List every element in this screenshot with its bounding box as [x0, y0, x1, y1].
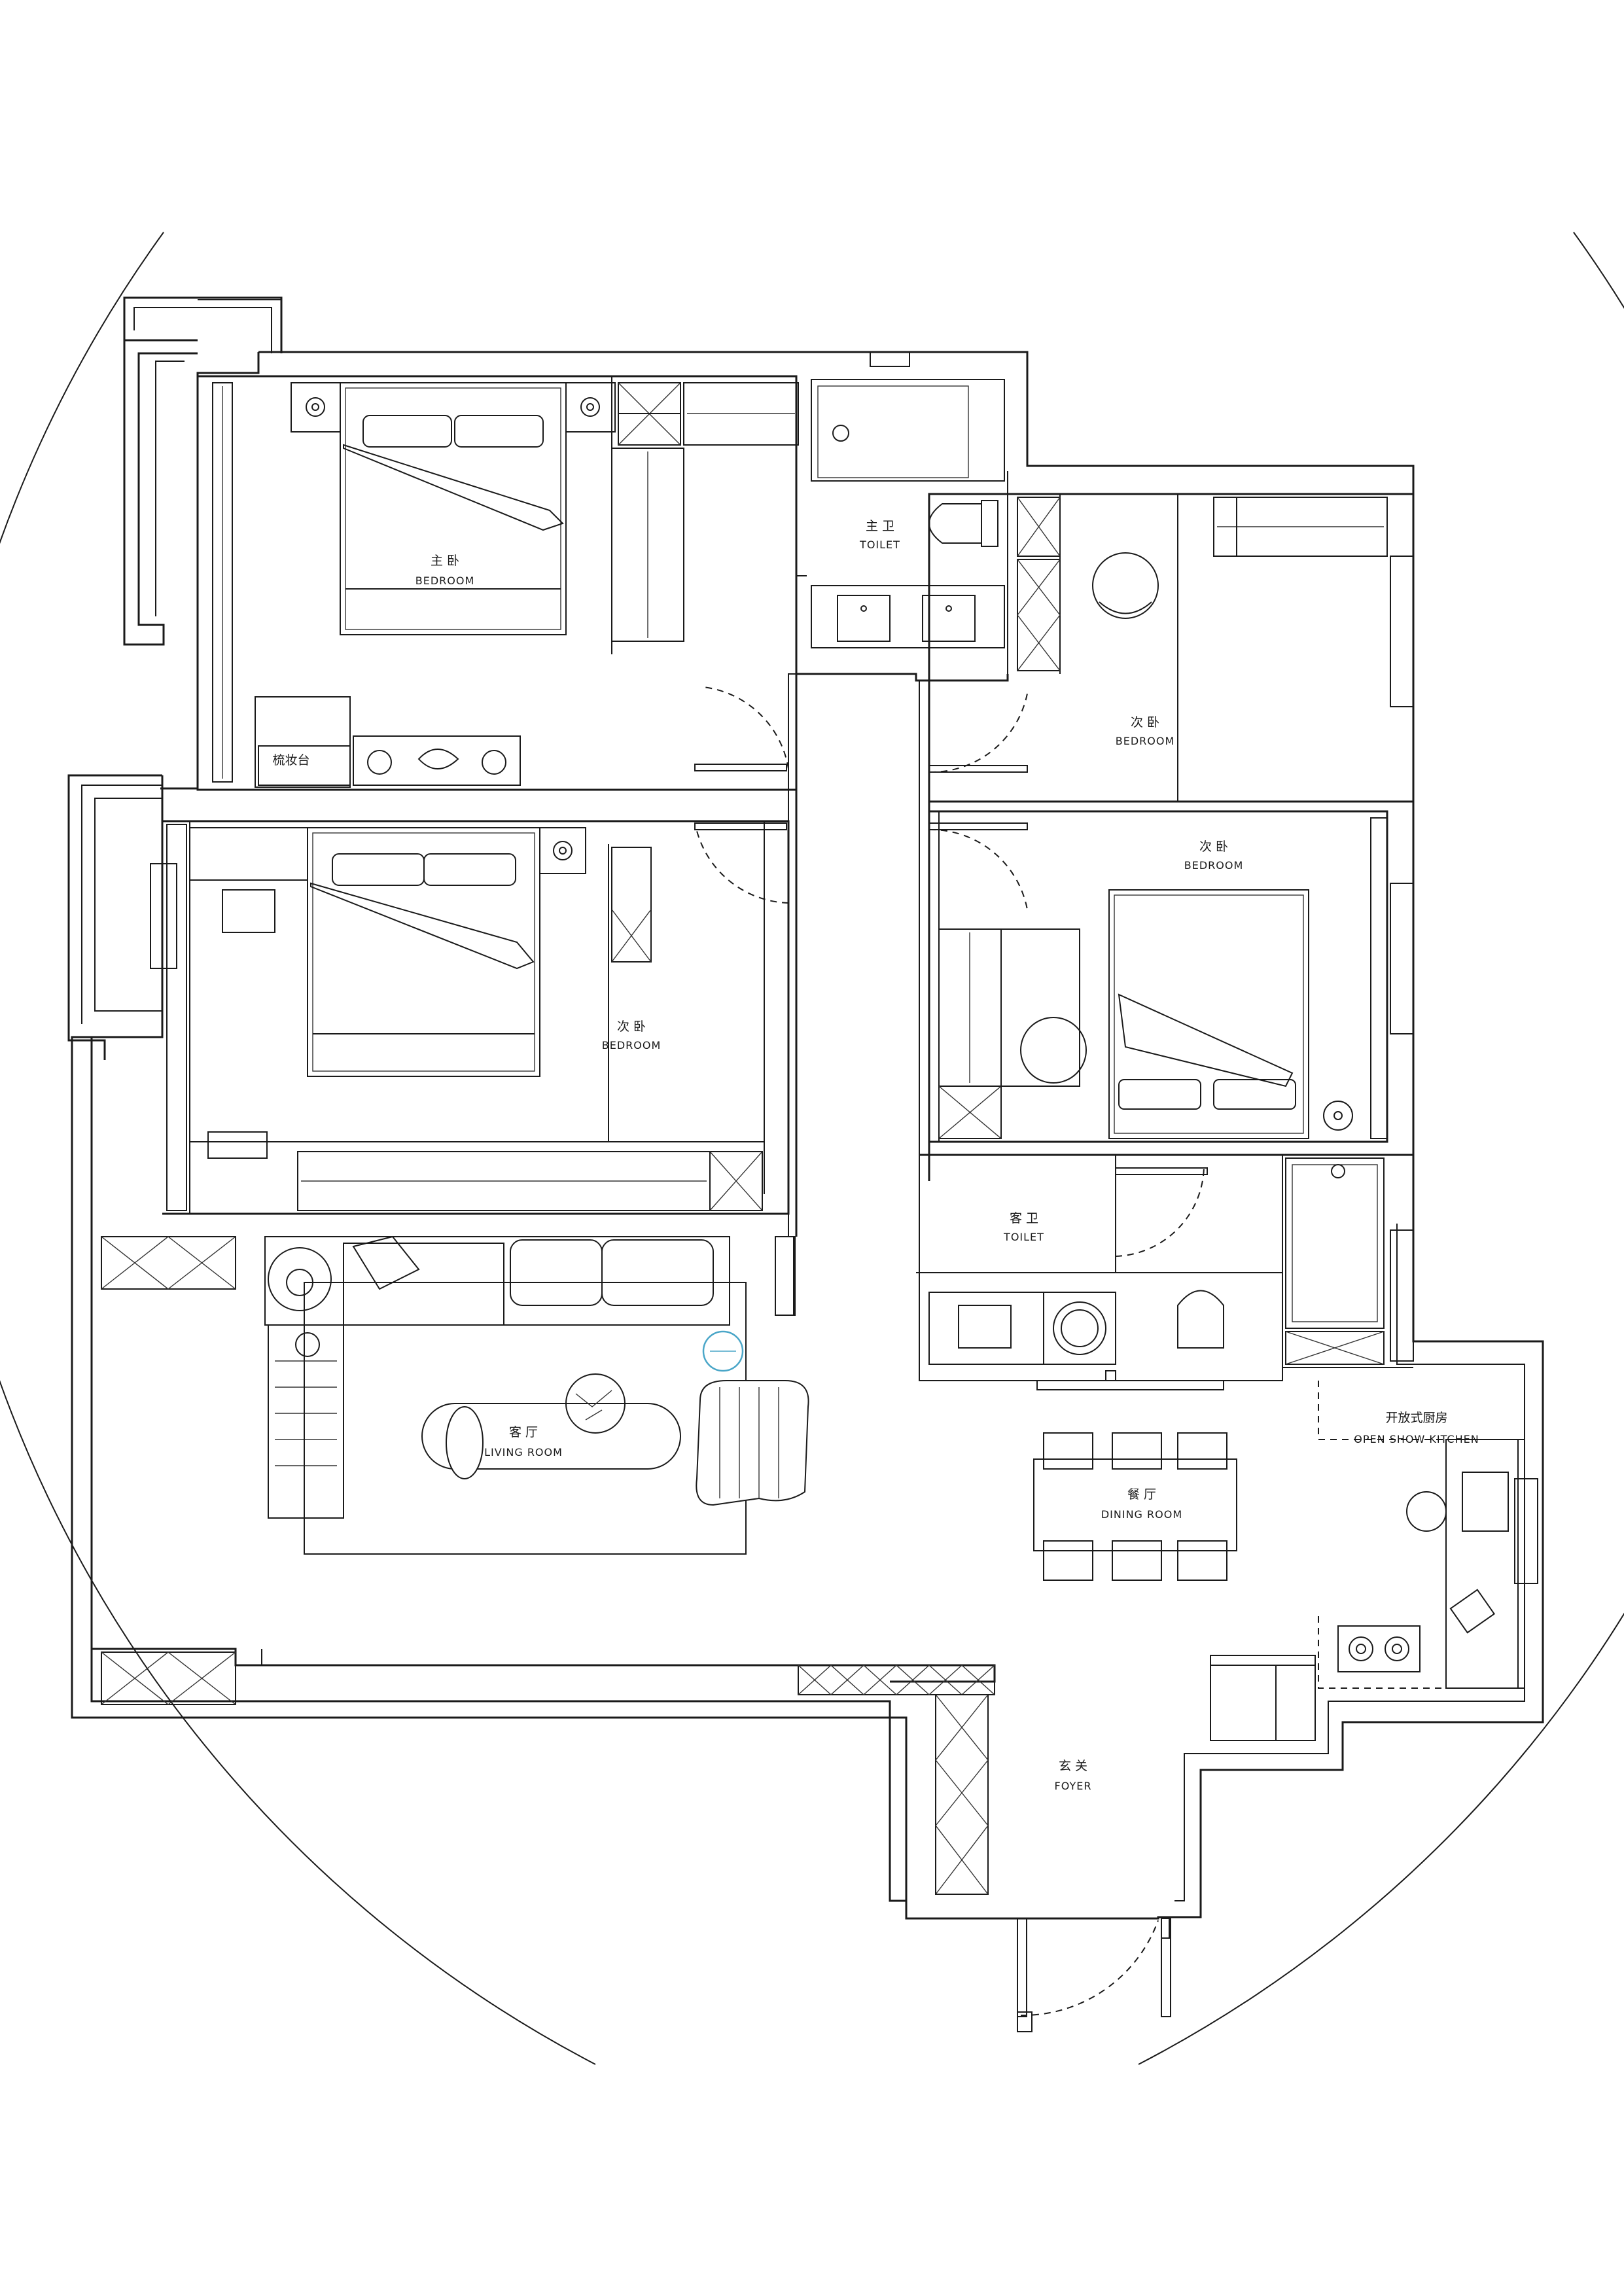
balcony-upper — [123, 296, 283, 646]
label-master-toilet-cn: 主 卫 — [866, 519, 894, 533]
label-master-bedroom-cn: 主 卧 — [431, 554, 459, 568]
label-master-toilet-en: TOILET — [859, 539, 900, 551]
dining-table — [1033, 1432, 1237, 1581]
double-vanity — [811, 585, 1005, 648]
kitchen-island — [1210, 1655, 1316, 1741]
outer-walls — [71, 351, 1544, 1920]
label-master-bedroom-en: BEDROOM — [415, 574, 475, 587]
label-guest-toilet-cn: 客 卫 — [1010, 1211, 1038, 1226]
kettle-icon — [1449, 1589, 1496, 1634]
label-guest-toilet-en: TOILET — [1003, 1231, 1044, 1243]
w-closet-rail — [166, 824, 187, 1211]
w-wardrobe — [297, 1151, 763, 1211]
w-desk — [189, 827, 308, 933]
ne-cabinet-icon — [1017, 497, 1061, 671]
radiator-icon — [775, 1236, 796, 1316]
master-wardrobe-vertical — [611, 448, 684, 642]
label-bedroom-w-en: BEDROOM — [602, 1039, 662, 1051]
label-bedroom-e-en: BEDROOM — [1184, 859, 1244, 872]
label-living-room-en: LIVING ROOM — [484, 1446, 563, 1458]
e-nightstand-icon — [1323, 1101, 1353, 1131]
w-cabinet-icon — [611, 847, 652, 963]
e-wardrobe — [938, 928, 1002, 1139]
floor-lamp-icon — [268, 1247, 332, 1311]
kitchen-counter — [1406, 1439, 1519, 1689]
dressing-table — [255, 696, 521, 788]
ne-wardrobe — [1213, 497, 1388, 557]
label-dressing-table: 梳妆台 — [272, 753, 309, 768]
e-desk — [1000, 928, 1080, 1087]
nightstand-left-icon — [291, 382, 341, 433]
label-foyer-cn: 玄 关 — [1059, 1759, 1087, 1773]
doors — [694, 686, 1208, 2032]
guest-storage — [1285, 1331, 1385, 1365]
w-bench — [207, 1131, 268, 1159]
label-dining-room-cn: 餐 厅 — [1127, 1487, 1156, 1502]
w-nightstand-icon — [539, 827, 586, 874]
chaise-lounge — [268, 1324, 344, 1519]
interior-walls — [92, 375, 1525, 1689]
label-kitchen-cn: 开放式厨房 — [1385, 1411, 1447, 1425]
label-dining-room-en: DINING ROOM — [1101, 1508, 1182, 1521]
throw-blanket-icon — [352, 1235, 420, 1290]
side-table-marble-icon — [565, 1373, 626, 1434]
toilet-bowl-icon — [928, 500, 998, 547]
pendant-lamp-icon — [702, 1330, 744, 1372]
e-closet-rail — [1370, 817, 1388, 1139]
label-bedroom-w-cn: 次 卧 — [617, 1019, 646, 1034]
cooktop-icon — [1337, 1625, 1421, 1672]
label-living-room-cn: 客 厅 — [509, 1425, 538, 1439]
w-bed — [307, 827, 540, 1077]
windows — [150, 351, 1538, 1584]
sofa — [264, 1236, 730, 1326]
master-wardrobe-horizontal — [683, 382, 799, 446]
balcony-lower — [67, 774, 162, 1060]
washing-machine-icon — [1043, 1292, 1116, 1365]
armchair-icon — [696, 1380, 809, 1506]
guest-toilet-icon — [1177, 1290, 1224, 1349]
coffee-table — [421, 1403, 681, 1479]
foyer-cabinet — [798, 1665, 995, 1895]
e-bed — [1108, 889, 1309, 1139]
guest-vanity — [928, 1292, 1044, 1365]
closet-rail-west — [212, 382, 233, 783]
label-foyer-en: FOYER — [1055, 1780, 1092, 1792]
label-bedroom-ne-cn: 次 卧 — [1131, 715, 1159, 730]
label-kitchen-en: OPEN SHOW KITCHEN — [1354, 1433, 1479, 1445]
label-bedroom-e-cn: 次 卧 — [1199, 839, 1228, 854]
living-cabinet-left — [101, 1236, 236, 1705]
nightstand-right-icon — [565, 382, 616, 433]
master-shower — [811, 379, 1005, 482]
site-circle — [0, 232, 1624, 2065]
e-chair-icon — [1020, 1017, 1087, 1084]
master-bed — [340, 382, 567, 635]
shower-head-icon — [832, 425, 849, 442]
room-labels: 主 卧 BEDROOM 主 卫 TOILET 次 卧 BEDROOM 次 卧 B… — [272, 519, 1479, 1792]
label-bedroom-ne-en: BEDROOM — [1116, 735, 1175, 747]
guest-shower — [1285, 1157, 1385, 1329]
ne-chair-icon — [1092, 552, 1159, 619]
storage-cabinet-icon — [618, 382, 681, 446]
